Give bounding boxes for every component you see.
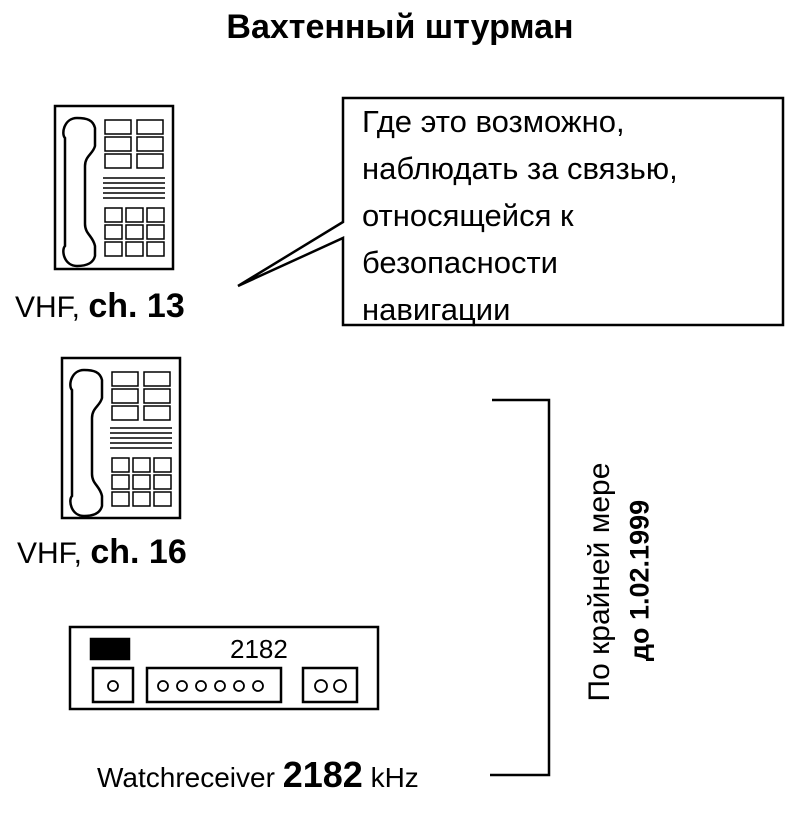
bracket-text-line1: По крайней мере (583, 462, 616, 702)
watchreceiver-freq: 2182 (282, 754, 363, 795)
watch-receiver-icon (68, 625, 380, 711)
callout-line: безопасности (362, 245, 558, 280)
vhf-ch16-label: VHF, ch. 16 (17, 533, 187, 572)
callout-text: Где это возможно, наблюдать за связью, о… (362, 98, 678, 333)
vhf-phone-ch16-icon (60, 356, 182, 520)
vhf-prefix: VHF, (17, 537, 83, 570)
watchreceiver-label: Watchreceiver 2182 kHz (97, 754, 419, 796)
vhf-prefix: VHF, (15, 291, 81, 324)
callout-box (237, 96, 785, 327)
vhf-phone-ch13-icon (53, 104, 175, 271)
receiver-display: 2182 (230, 634, 288, 664)
watchreceiver-name: Watchreceiver (97, 762, 275, 793)
callout-line: Где это возможно, (362, 104, 625, 139)
vhf-channel: ch. 16 (90, 533, 187, 571)
bracket-text-line2: до 1.02.1999 (624, 499, 655, 662)
vhf-ch13-label: VHF, ch. 13 (15, 287, 185, 326)
page-title: Вахтенный штурман (226, 8, 574, 46)
watchreceiver-unit: kHz (370, 762, 419, 793)
bracket-line (490, 398, 551, 777)
callout-line: навигации (362, 292, 511, 327)
callout-line: относящейся к (362, 198, 574, 233)
callout-line: наблюдать за связью, (362, 151, 678, 186)
vhf-channel: ch. 13 (88, 287, 185, 325)
